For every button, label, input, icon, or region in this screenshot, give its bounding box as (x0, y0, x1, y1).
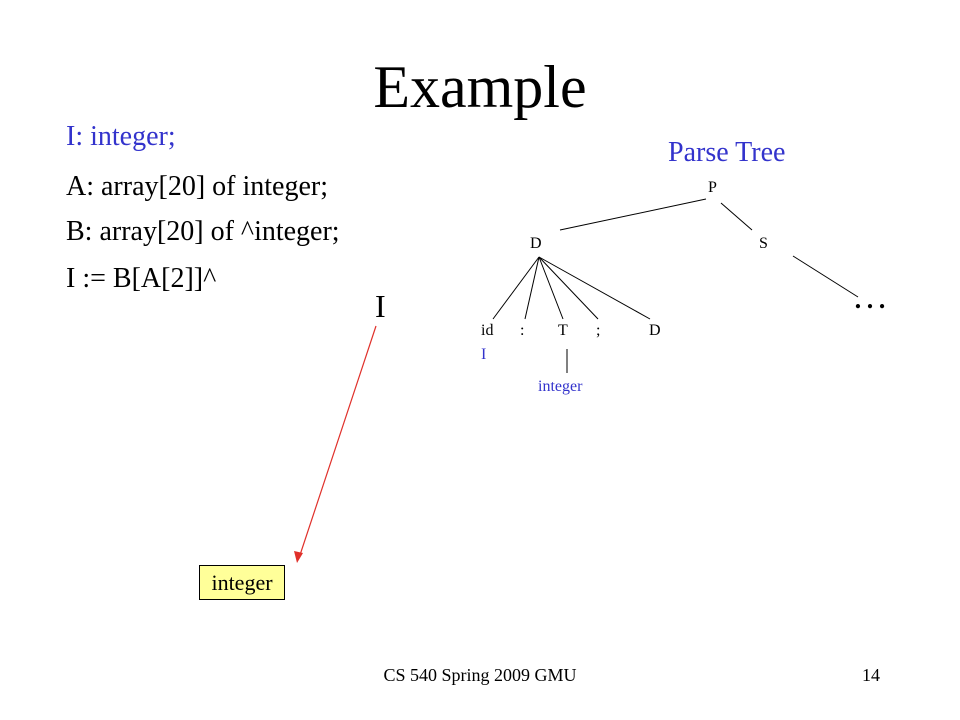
tree-node-id: id (481, 322, 494, 339)
edge-D-id (492, 256, 540, 320)
edge-S-ellipsis (792, 255, 859, 298)
type-arrow (298, 325, 377, 559)
variable-label: I (375, 288, 386, 324)
tree-T-value: integer (538, 378, 583, 395)
tree-ellipsis: … (852, 276, 888, 316)
edge-P-D (559, 198, 707, 231)
edge-D-semicolon (538, 256, 599, 320)
tree-node-D: D (530, 235, 542, 252)
slide-title: Example (373, 54, 587, 120)
footer-course: CS 540 Spring 2009 GMU (383, 665, 577, 685)
footer-page-number: 14 (862, 665, 880, 685)
tree-id-value: I (481, 346, 487, 363)
edge-D-D (538, 256, 651, 320)
code-line-declare-I: I: integer; (66, 121, 176, 152)
parse-tree-title: Parse Tree (668, 137, 786, 168)
tree-node-P: P (708, 179, 717, 196)
tree-node-T: T (558, 322, 568, 339)
edge-D-T (538, 256, 564, 320)
tree-node-semicolon: ; (596, 322, 601, 339)
code-line-declare-B: B: array[20] of ^integer; (66, 216, 340, 247)
edge-D-colon (524, 256, 540, 320)
tree-node-D-child: D (649, 322, 661, 339)
type-box: integer (199, 565, 285, 600)
tree-node-colon: : (520, 322, 525, 339)
tree-node-S: S (759, 235, 768, 252)
code-line-declare-A: A: array[20] of integer; (66, 171, 328, 202)
code-line-assignment: I := B[A[2]]^ (66, 263, 217, 294)
edge-P-S (720, 202, 753, 231)
type-arrowhead (294, 551, 303, 563)
